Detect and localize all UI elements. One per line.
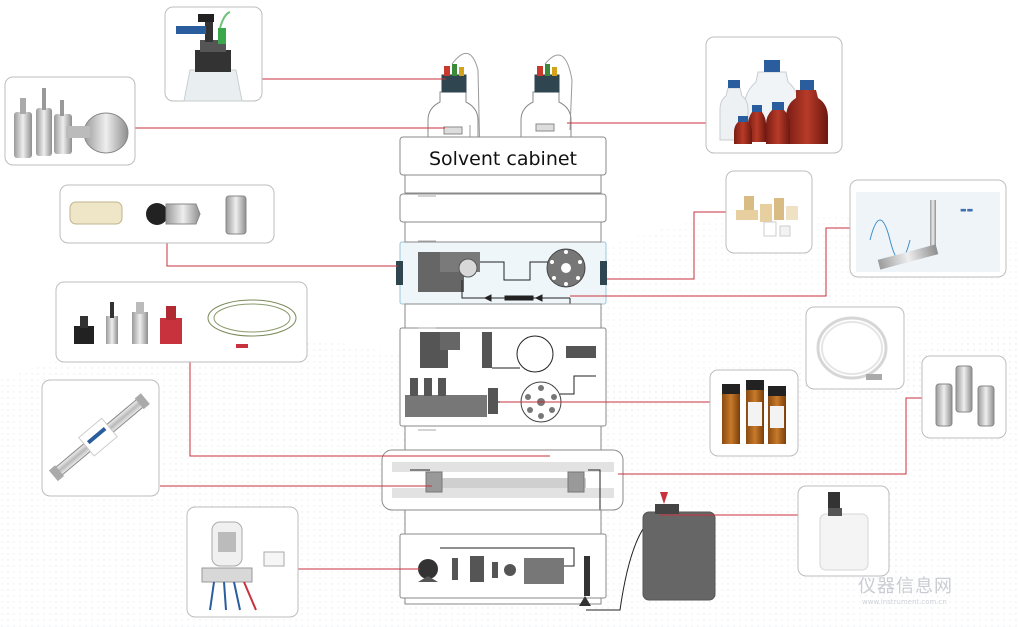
callout-bottle-cap[interactable] [164, 6, 263, 102]
leader-lines [135, 78, 922, 570]
callout-sample-vials[interactable] [709, 369, 799, 457]
watermark-url: www.instrument.com.cn [862, 598, 947, 606]
solvent-cabinet-label: Solvent cabinet [428, 148, 578, 170]
callout-waste-container[interactable] [797, 485, 890, 577]
callout-fittings[interactable] [725, 170, 813, 254]
watermark-logo-text: 仪器信息网 [858, 576, 953, 597]
callout-needle-seat[interactable] [55, 281, 308, 363]
sample-tray [405, 395, 487, 417]
svg-text:▬▬: ▬▬ [960, 206, 973, 214]
solvent-cabinet-base [404, 174, 602, 194]
hplc-stack [381, 53, 716, 611]
lamp-housing [418, 559, 438, 579]
autosampler-spacer [404, 303, 602, 329]
callout-reagent-bottles[interactable] [705, 36, 843, 154]
detector-spacer [404, 509, 602, 535]
detector-base [404, 597, 602, 605]
callout-inlet-filters[interactable] [4, 76, 136, 166]
column-in-oven [430, 478, 586, 488]
callout-column-kit[interactable]: ▬▬ [849, 179, 1007, 278]
column-spacer [404, 425, 602, 451]
callout-hplc-column[interactable] [41, 379, 160, 497]
callout-check-valves[interactable] [59, 184, 275, 244]
waste-bottle [642, 511, 716, 601]
callout-guard-holders[interactable] [921, 355, 1007, 439]
solvent-bottle-right [520, 64, 572, 138]
callout-deuterium-lamp[interactable] [186, 506, 299, 618]
pump-spacer [404, 221, 602, 243]
degasser-module [399, 193, 607, 223]
flow-cell [524, 558, 564, 584]
callout-capillary-coil[interactable] [805, 306, 905, 390]
